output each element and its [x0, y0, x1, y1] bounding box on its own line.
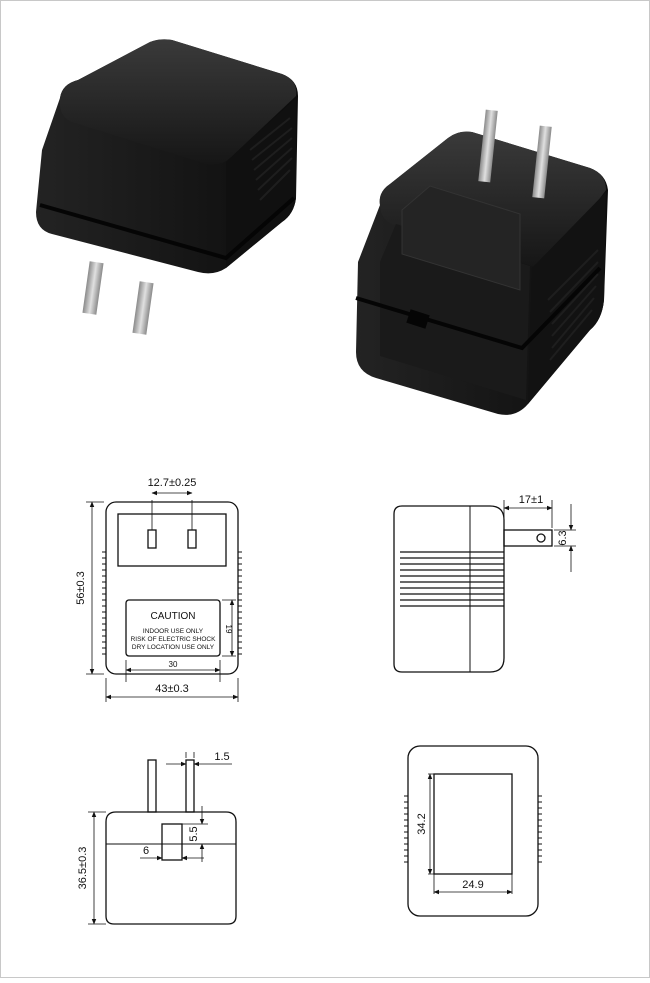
side-prong-height-label: 6.3 [557, 530, 569, 545]
caution-line-1: INDOOR USE ONLY [143, 628, 204, 635]
back-view-drawing [404, 745, 542, 917]
bottom-slot [161, 823, 183, 861]
bottom-housing-outline [105, 811, 237, 925]
bottom-depth-label: 36.5±0.3 [77, 847, 89, 890]
side-prong-hole [536, 533, 546, 543]
prong-left-photo [82, 261, 104, 315]
caution-label-height: 19 [224, 625, 233, 634]
caution-label-box [125, 599, 221, 657]
bottom-prong-left [147, 759, 157, 813]
front-prong-spacing-label: 12.7±0.25 [148, 477, 197, 489]
side-prong-length-label: 17±1 [519, 494, 543, 506]
bottom-prong-right [185, 759, 195, 813]
prong-right-photo-back [532, 125, 552, 199]
back-label-width-label: 24.9 [462, 879, 483, 891]
caution-label-width: 30 [169, 660, 178, 669]
side-housing-outline [393, 505, 505, 673]
prong-left-photo-back [478, 109, 498, 183]
adapter-photo-back [355, 109, 608, 415]
caution-line-2: RISK OF ELECTRIC SHOCK [131, 636, 217, 643]
prong-right-photo [132, 281, 154, 335]
back-housing-outline [407, 745, 539, 917]
adapter-photo-front [36, 39, 298, 335]
front-height-label: 56±0.3 [75, 571, 87, 605]
bottom-slot-height-label: 5.5 [188, 826, 200, 841]
front-width-label: 43±0.3 [155, 683, 189, 695]
back-label-area [433, 773, 513, 875]
bottom-slot-width-label: 6 [143, 845, 149, 857]
side-prong [503, 529, 553, 547]
bottom-view-drawing [88, 752, 237, 925]
caution-line-3: DRY LOCATION USE ONLY [132, 644, 215, 651]
prong-recess [117, 513, 227, 567]
side-view-drawing [393, 500, 576, 673]
front-view-drawing [86, 490, 242, 702]
caution-title: CAUTION [151, 611, 196, 622]
back-label-height-label: 34.2 [416, 813, 428, 834]
bottom-prong-thickness-label: 1.5 [214, 751, 229, 763]
